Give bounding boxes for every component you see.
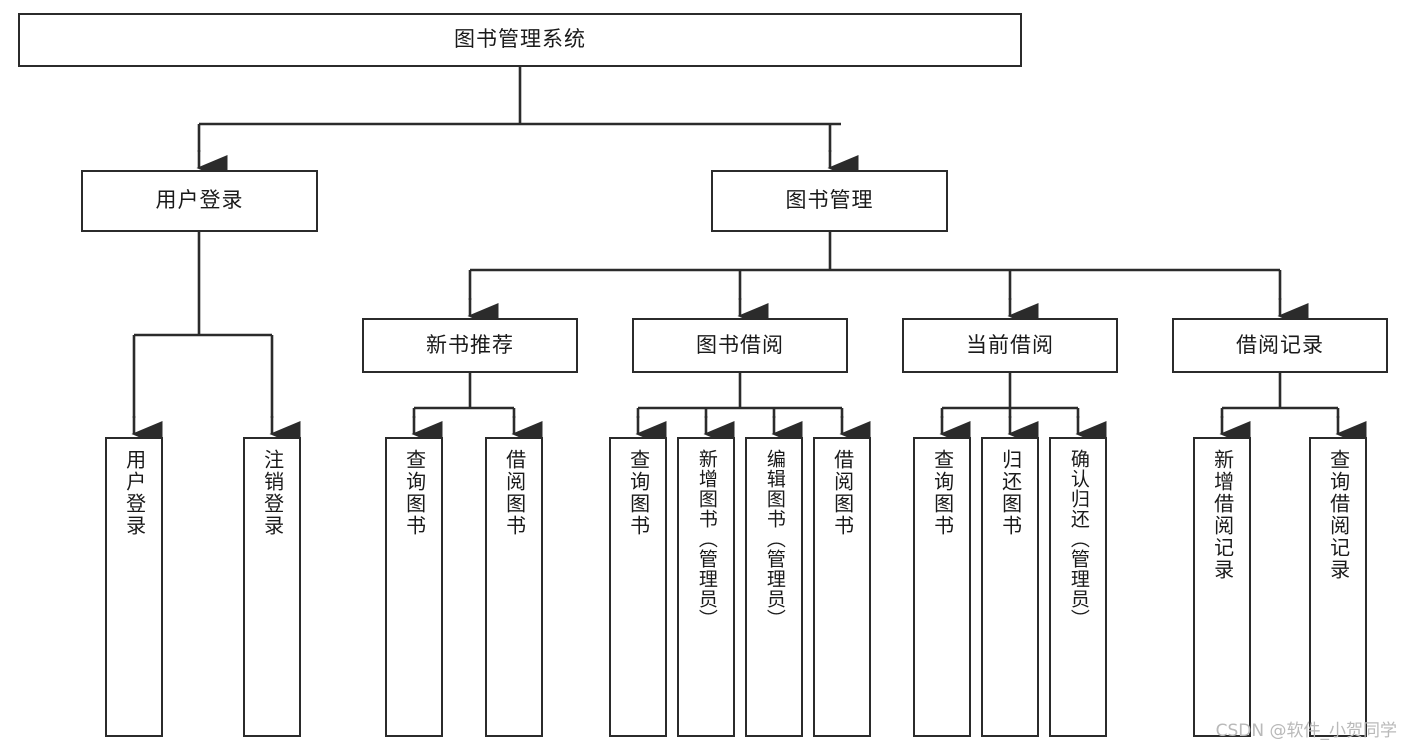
- node-leaf-edit-book-admin-label: 编辑图书（管理员）: [763, 449, 786, 629]
- node-leaf-confirm-return-admin[interactable]: 确认归还（管理员）: [1049, 437, 1107, 737]
- node-borrow-record-label: 借阅记录: [1236, 332, 1324, 357]
- node-leaf-query-book-2-label: 查询图书: [626, 449, 651, 537]
- node-leaf-borrow-book-2[interactable]: 借阅图书: [813, 437, 871, 737]
- node-leaf-user-login-label: 用户登录: [122, 449, 147, 537]
- node-current-borrow[interactable]: 当前借阅: [902, 318, 1118, 373]
- node-book-borrow[interactable]: 图书借阅: [632, 318, 848, 373]
- node-leaf-edit-book-admin[interactable]: 编辑图书（管理员）: [745, 437, 803, 737]
- node-leaf-query-book-3[interactable]: 查询图书: [913, 437, 971, 737]
- node-leaf-query-borrow-record-label: 查询借阅记录: [1326, 449, 1351, 581]
- node-root-label: 图书管理系统: [454, 27, 586, 52]
- node-leaf-user-login[interactable]: 用户登录: [105, 437, 163, 737]
- node-borrow-record[interactable]: 借阅记录: [1172, 318, 1388, 373]
- node-leaf-add-book-admin[interactable]: 新增图书（管理员）: [677, 437, 735, 737]
- node-leaf-return-book[interactable]: 归还图书: [981, 437, 1039, 737]
- node-leaf-query-book-1[interactable]: 查询图书: [385, 437, 443, 737]
- node-book-borrow-label: 图书借阅: [696, 332, 784, 357]
- node-new-book-recommend[interactable]: 新书推荐: [362, 318, 578, 373]
- node-new-book-recommend-label: 新书推荐: [426, 332, 514, 357]
- node-leaf-user-logout-label: 注销登录: [260, 449, 285, 537]
- node-root[interactable]: 图书管理系统: [18, 13, 1022, 67]
- node-leaf-borrow-book-2-label: 借阅图书: [830, 449, 855, 537]
- node-user-login[interactable]: 用户登录: [81, 170, 318, 232]
- node-leaf-query-book-3-label: 查询图书: [930, 449, 955, 537]
- node-leaf-query-borrow-record[interactable]: 查询借阅记录: [1309, 437, 1367, 737]
- node-leaf-borrow-book-1[interactable]: 借阅图书: [485, 437, 543, 737]
- node-leaf-user-logout[interactable]: 注销登录: [243, 437, 301, 737]
- csdn-watermark: CSDN @软件_小贺同学: [1215, 721, 1397, 741]
- node-leaf-borrow-book-1-label: 借阅图书: [502, 449, 527, 537]
- node-leaf-add-borrow-record-label: 新增借阅记录: [1210, 449, 1235, 581]
- node-current-borrow-label: 当前借阅: [966, 332, 1054, 357]
- node-book-manage-label: 图书管理: [785, 188, 874, 213]
- node-leaf-query-book-1-label: 查询图书: [402, 449, 427, 537]
- node-leaf-return-book-label: 归还图书: [998, 449, 1023, 537]
- node-leaf-confirm-return-admin-label: 确认归还（管理员）: [1067, 449, 1090, 629]
- node-leaf-query-book-2[interactable]: 查询图书: [609, 437, 667, 737]
- node-leaf-add-borrow-record[interactable]: 新增借阅记录: [1193, 437, 1251, 737]
- node-leaf-add-book-admin-label: 新增图书（管理员）: [695, 449, 718, 629]
- node-book-manage[interactable]: 图书管理: [711, 170, 948, 232]
- node-user-login-label: 用户登录: [155, 188, 244, 213]
